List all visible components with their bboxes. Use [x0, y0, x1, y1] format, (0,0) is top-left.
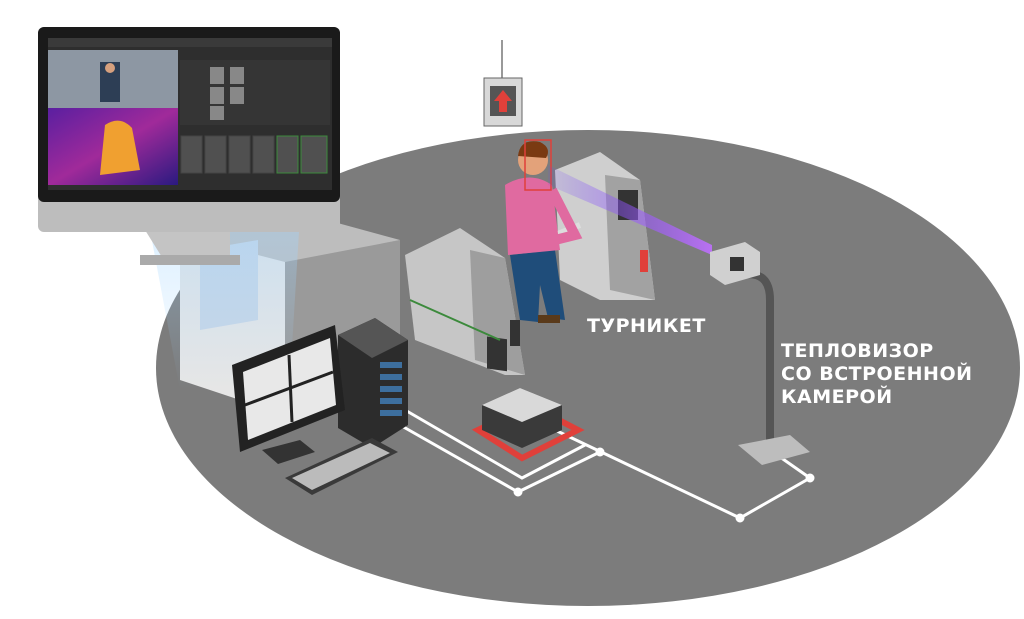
workstation-monitor: [232, 325, 345, 464]
turnstile-label: ТУРНИКЕТ: [587, 315, 706, 337]
thermal-camera-label-line-2: СО ВСТРОЕННОЙ: [781, 363, 973, 385]
scan-beam: [548, 165, 712, 255]
network-wires: [399, 408, 815, 523]
network-switch: [471, 388, 585, 462]
event-thumbnails: [180, 135, 328, 174]
exit-sign: [483, 40, 523, 127]
server-rack: [338, 318, 408, 448]
thermal-camera-label-line-1: ТЕПЛОВИЗОР: [781, 340, 934, 362]
thermal-camera-pole: [710, 242, 810, 465]
desktop-monitor: [38, 27, 340, 265]
person-walking: [505, 139, 583, 323]
thermal-camera-label-line-3: КАМЕРОЙ: [781, 386, 893, 408]
turnstile-left: [405, 228, 525, 375]
keyboard: [285, 438, 398, 495]
recognition-table: [180, 60, 330, 125]
thermal-camera-label: ТЕПЛОВИЗОР СО ВСТРОЕННОЙ КАМЕРОЙ: [781, 340, 973, 409]
